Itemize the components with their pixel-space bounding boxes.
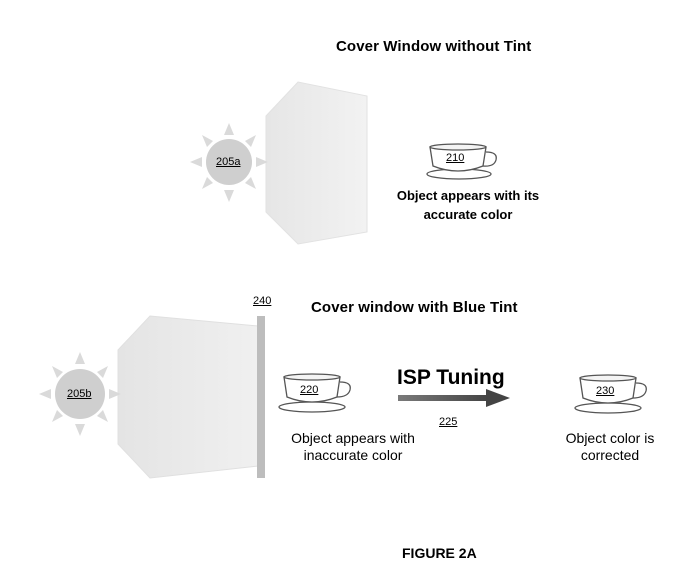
cup-230-caption-line1: Object color is (565, 430, 655, 446)
top-caption: Object appears with its accurate color (378, 186, 558, 224)
light-beam-bottom (117, 315, 259, 479)
cup-230-caption-line2: corrected (580, 447, 640, 463)
figure-label: FIGURE 2A (402, 545, 477, 561)
cup-icon-220 (278, 373, 351, 413)
blue-tint-cover-window (257, 316, 265, 478)
bottom-scene-title: Cover window with Blue Tint (311, 299, 518, 316)
cup-ref-230: 230 (596, 385, 615, 397)
light-beam-top (265, 81, 368, 245)
cup-220-caption-line2: inaccurate color (303, 447, 403, 463)
light-ref-205b: 205b (67, 388, 92, 400)
cup-icon-230 (574, 374, 647, 414)
cup-220-caption: Object appears with inaccurate color (258, 430, 448, 464)
top-scene-title: Cover Window without Tint (336, 38, 532, 55)
sun-icon-205a (190, 123, 268, 202)
arrow-ref-225: 225 (439, 416, 458, 428)
sun-icon-205b (39, 352, 121, 436)
cup-230-caption: Object color is corrected (535, 430, 685, 464)
top-caption-line2: accurate color (423, 207, 513, 222)
top-caption-line1: Object appears with its (396, 188, 540, 203)
cup-ref-220: 220 (300, 384, 319, 396)
isp-tuning-arrow (398, 389, 510, 407)
cup-icon-210 (426, 143, 497, 180)
light-ref-205a: 205a (216, 156, 241, 168)
cup-ref-210: 210 (446, 152, 465, 164)
tint-ref-240: 240 (253, 295, 272, 307)
cup-220-caption-line1: Object appears with (291, 430, 415, 446)
isp-tuning-label: ISP Tuning (397, 366, 505, 389)
